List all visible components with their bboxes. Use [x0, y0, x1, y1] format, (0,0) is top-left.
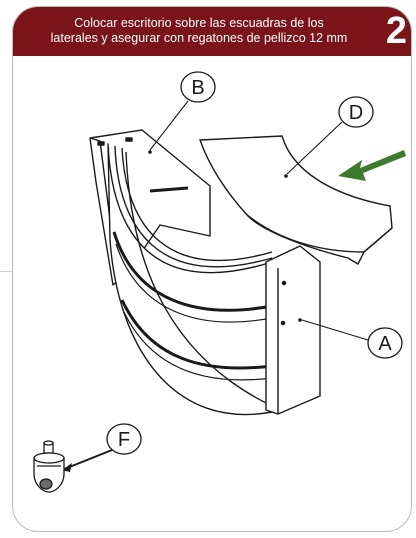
leader-point-d [284, 174, 288, 178]
desk-top-front-edge [245, 213, 393, 253]
leader-point-b [148, 150, 152, 154]
label-b-text: B [191, 77, 204, 99]
label-d-text: D [349, 102, 363, 124]
label-f-text: F [118, 429, 130, 451]
side-tick-mark [0, 271, 12, 272]
desk-assembly [89, 129, 321, 416]
instruction-banner: Colocar escritorio sobre las escuadras d… [13, 7, 411, 56]
curved-front-rib [114, 145, 273, 268]
curved-front-band [112, 231, 273, 312]
step-number: 2 [385, 10, 407, 52]
rail-slot [125, 137, 133, 142]
leader-line-d [286, 121, 343, 175]
label-f: F [61, 423, 142, 472]
rubber-foot-icon [33, 440, 65, 493]
instruction-line-1: Colocar escritorio sobre las escuadras d… [74, 16, 324, 30]
label-a-text: A [378, 333, 392, 355]
leader-line-a [301, 319, 369, 341]
instruction-card: Colocar escritorio sobre las escuadras d… [12, 6, 412, 532]
curved-front-rib [121, 147, 273, 262]
curved-front-band [115, 243, 273, 323]
inner-shelf-rod [149, 186, 189, 193]
down-left-arrow-icon [338, 150, 406, 181]
label-a: A [298, 318, 403, 359]
leader-line-b [149, 100, 189, 151]
label-d: D [284, 96, 374, 178]
curved-front-band [120, 299, 273, 370]
label-b: B [148, 71, 216, 154]
panel-hole [281, 280, 287, 286]
right-side-panel [265, 245, 321, 415]
leader-point-a [298, 318, 302, 322]
instruction-line-2: laterales y asegurar con regatones de pe… [50, 31, 348, 45]
rail-slot [97, 141, 105, 146]
curved-front-band [123, 311, 273, 381]
instruction-text: Colocar escritorio sobre las escuadras d… [19, 16, 379, 46]
curved-front-inner [125, 151, 269, 405]
desk-top-panel [199, 135, 393, 265]
panel-hole [280, 320, 286, 326]
